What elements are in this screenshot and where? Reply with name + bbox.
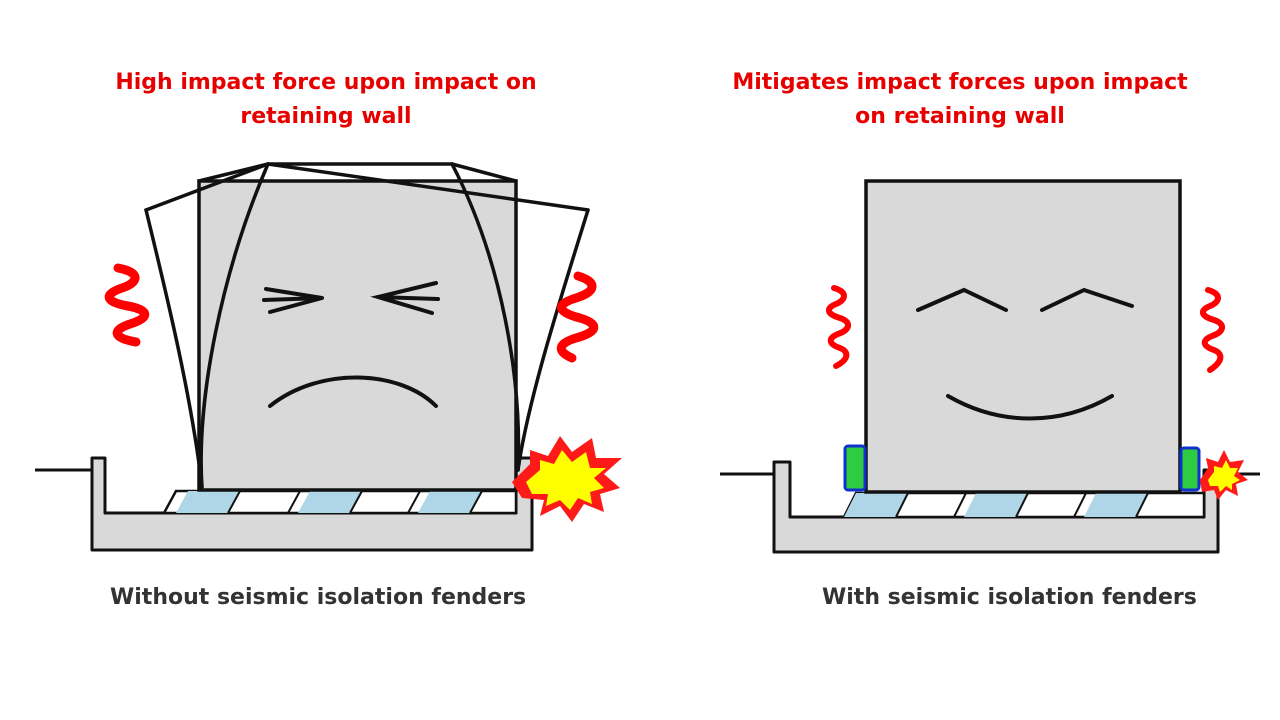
- panel-with-fenders: Mitigates impact forces upon impact on r…: [640, 0, 1280, 720]
- right-illustration: [720, 179, 1260, 554]
- right-building: [864, 179, 1182, 494]
- left-heading-line-2: retaining wall: [240, 104, 412, 129]
- panel-without-fenders: High impact force upon impact on retaini…: [35, 70, 622, 610]
- impact-spark-icon: [1200, 450, 1248, 500]
- pained-face-icon: [262, 281, 440, 408]
- left-illustration: [35, 162, 622, 552]
- left-caption: Without seismic isolation fenders: [110, 585, 527, 610]
- left-fender: [843, 444, 867, 492]
- smiling-face-icon: [916, 287, 1134, 421]
- left-isolation-layer: [161, 489, 518, 515]
- left-heading: High impact force upon impact on retaini…: [6, 66, 646, 134]
- left-heading-line-1: High impact force upon impact on: [115, 70, 537, 95]
- right-heading-line-2: on retaining wall: [855, 104, 1065, 129]
- right-isolation-layer: [841, 491, 1206, 519]
- vibration-wave-icon: [826, 285, 851, 369]
- impact-spark-icon: [512, 436, 622, 522]
- right-heading: Mitigates impact forces upon impact on r…: [640, 66, 1280, 134]
- right-caption: With seismic isolation fenders: [822, 585, 1197, 610]
- vibration-wave-icon: [556, 271, 599, 363]
- left-building: [197, 179, 518, 492]
- vibration-wave-icon: [1200, 287, 1225, 373]
- right-fender: [1179, 446, 1201, 492]
- vibration-wave-icon: [104, 263, 150, 347]
- right-heading-line-1: Mitigates impact forces upon impact: [732, 70, 1188, 95]
- left-sway-lines: [144, 162, 590, 489]
